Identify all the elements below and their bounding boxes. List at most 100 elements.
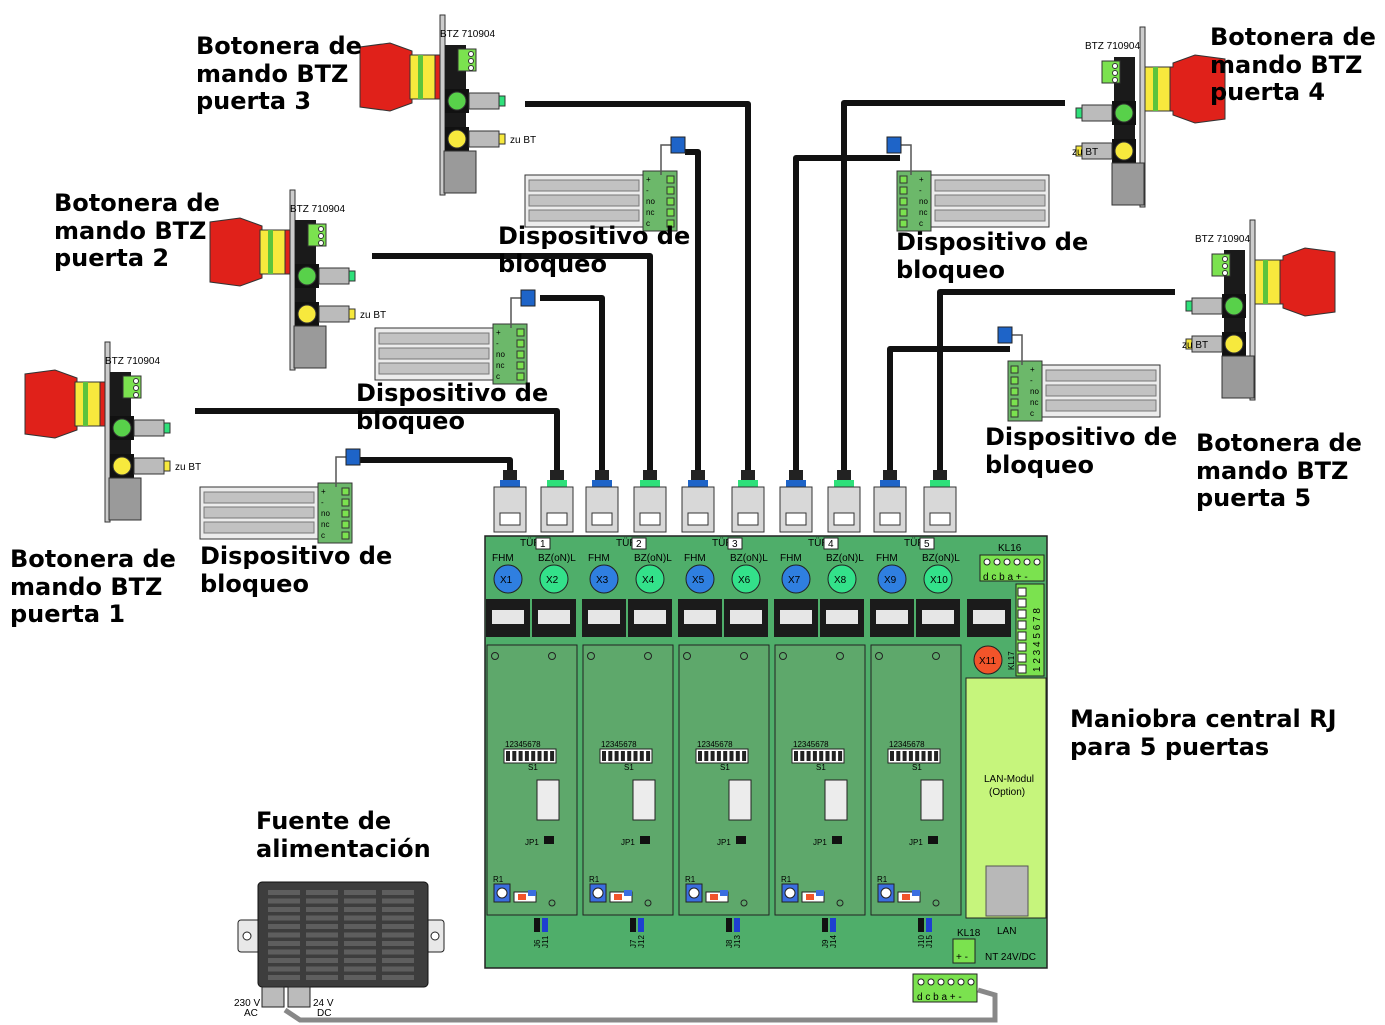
lock-terminal-screw [899, 208, 908, 217]
plug-contacts [785, 512, 807, 526]
terminal-screw [1112, 63, 1118, 69]
ps-gland-out [287, 986, 311, 1008]
port-label: X6 [738, 575, 751, 586]
button-ring [1153, 67, 1158, 111]
dip-lever [550, 751, 555, 761]
nt-label: NT 24V/DC [985, 952, 1036, 963]
button-ring [418, 55, 423, 99]
ps-mount-hole [430, 931, 440, 941]
ps-gland-in [261, 986, 285, 1008]
ps-vent-slot [382, 932, 414, 938]
port-label: X8 [834, 575, 847, 586]
lock-terminal-screw [341, 531, 350, 540]
rj-collar [1075, 145, 1083, 157]
plug-collar [547, 480, 567, 487]
ps-vent-slot [306, 890, 338, 895]
plug-boot [643, 470, 657, 480]
lock-wires [660, 144, 671, 175]
plug-contacts [687, 512, 709, 526]
terminal-screw [1112, 77, 1118, 83]
station-model: BTZ 710904 [290, 204, 345, 215]
plug-boot [837, 470, 851, 480]
port-x2 [539, 564, 569, 594]
dip-lever [537, 751, 542, 761]
card-hole [836, 899, 844, 907]
lock-terminal-screw [1010, 409, 1019, 418]
ps-vent-slot [306, 915, 338, 921]
station-lower-housing [1111, 162, 1145, 206]
ps-vent-slot [382, 966, 414, 972]
lock-terminal-screw [899, 175, 908, 184]
plug-contacts [499, 512, 521, 526]
ps-vent-slot [306, 924, 338, 929]
station-lower-housing [108, 477, 142, 521]
plug-boot [503, 470, 517, 480]
relay [920, 779, 944, 821]
rj-plug-3 [585, 470, 619, 533]
rj-plug-6 [731, 470, 765, 533]
rj-plug [318, 267, 350, 285]
lock-terminal-screw [1010, 365, 1019, 374]
r1-dial [880, 887, 892, 899]
kl17-screw [1017, 631, 1027, 641]
terminal-screw [318, 226, 324, 232]
rj-collar [1185, 338, 1193, 350]
station-3-title: Botonera de mando BTZ puerta 3 [196, 32, 362, 116]
plug-collar [738, 480, 758, 487]
plug-boot [550, 470, 564, 480]
jumper-cap [518, 894, 526, 900]
station-lower-housing [1221, 355, 1255, 399]
rj-plug-2 [540, 470, 574, 533]
jumper-label: J14 [829, 935, 838, 948]
card-hole [836, 652, 844, 660]
lock-terminal-screw [516, 361, 525, 370]
card-hole [779, 652, 787, 660]
station-4-title: Botonera de mando BTZ puerta 4 [1210, 23, 1376, 107]
jumper-j12 [638, 918, 644, 932]
lock-wires [1012, 334, 1023, 365]
rj-socket-opening [780, 610, 812, 624]
rj-collar [348, 308, 356, 320]
rj-socket-opening [634, 610, 666, 624]
rj-plug-5 [681, 470, 715, 533]
dip-lever [838, 751, 843, 761]
rj-plug [318, 305, 350, 323]
r1-label: R1 [781, 875, 792, 884]
jp1-label: JP1 [813, 838, 827, 847]
cable-lock-2 [540, 295, 605, 470]
terminal-screw [1222, 270, 1228, 276]
terminal-screw [1222, 263, 1228, 269]
cable-lock-1 [360, 457, 513, 470]
lock-terminal-label: + [1030, 365, 1035, 374]
jumper-label: J11 [541, 935, 550, 948]
bz-label: BZ(oN)L [922, 553, 960, 564]
port-label: X7 [788, 575, 801, 586]
ps-vent-slot [344, 941, 376, 946]
cable-station-4 [841, 100, 1065, 470]
door-label: TÜR [712, 537, 733, 549]
lock-terminal-label: c [1030, 409, 1034, 418]
rj-plug [133, 419, 165, 437]
lock-rj-connector [345, 448, 361, 466]
ext-screw [927, 978, 935, 986]
card-hole [875, 652, 883, 660]
terminal-screw [133, 385, 139, 391]
dip-lever [716, 751, 721, 761]
lan-label: LAN [997, 926, 1016, 937]
port-x6 [731, 564, 761, 594]
card-hole [587, 652, 595, 660]
lock-terminal-screw [1010, 398, 1019, 407]
lock-terminal-label: - [496, 339, 499, 348]
lock-wires [510, 297, 521, 328]
rj-socket-opening [730, 610, 762, 624]
lock-rail [378, 347, 490, 360]
station-lower-housing [443, 150, 477, 194]
dip-lever [915, 751, 920, 761]
jumper-cap [902, 894, 910, 900]
port-label: X4 [642, 575, 655, 586]
rj-collar [1075, 107, 1083, 119]
terminal-screw [1222, 256, 1228, 262]
cable-station-5 [937, 289, 1175, 470]
